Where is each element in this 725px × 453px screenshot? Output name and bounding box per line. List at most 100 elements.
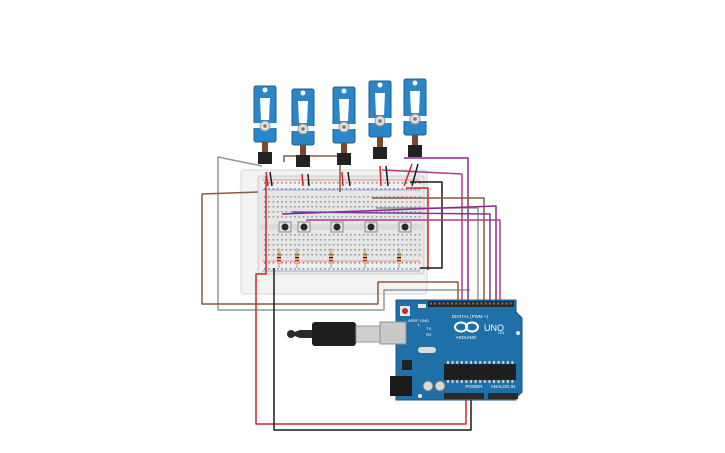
breadboard-hole [397,216,399,218]
resistor-5 [397,248,401,268]
header-pin [480,302,483,305]
rail-hole [311,182,313,184]
breadboard-hole [289,234,292,236]
rail-hole [319,182,322,184]
breadboard-hole [268,234,270,236]
breadboard-hole [388,206,391,208]
chip-pin [474,361,477,364]
chip-pin [474,380,477,383]
logo-right-ring [465,321,479,333]
rail-hole [285,182,288,184]
breadboard-hole [289,196,292,198]
button-2[interactable] [297,221,311,233]
rail-hole [350,188,352,190]
breadboard-hole [311,201,313,203]
breadboard-hole [272,211,275,213]
servo-horn [298,101,308,123]
breadboard-hole [393,239,395,241]
wire-black-servo4 [385,165,389,187]
breadboard-hole [324,196,326,198]
breadboard-hole [285,211,288,213]
breadboard-hole [276,234,279,236]
wire-purple-servo5 [404,157,469,306]
breadboard-hole [298,196,300,198]
button-5[interactable] [398,221,412,233]
breadboard-hole [289,239,292,241]
breadboard-hole [393,234,395,236]
breadboard-hole [319,216,322,218]
breadboard-hole [362,211,365,213]
digital-header[interactable] [428,301,514,307]
breadboard-hole [393,216,395,218]
servo-horn [410,91,420,113]
breadboard-hole [324,201,326,203]
breadboard-hole [350,196,352,198]
servo-3[interactable] [331,86,357,165]
header-pin [476,302,479,305]
servo-5[interactable] [402,78,428,157]
breadboard-hole [388,211,391,213]
breadboard-hole [264,206,266,208]
breadboard-hole [410,239,412,241]
breadboard-hole [311,254,313,256]
rail-hole [358,188,361,190]
rail-hole [315,182,318,184]
breadboard-hole [294,254,296,256]
breadboard-hole [272,254,275,256]
on-label: ON [498,330,504,335]
breadboard-hole [272,239,275,241]
rail-hole [414,262,417,264]
breadboard-hole [371,249,374,251]
button-3[interactable] [330,221,344,233]
servo-4[interactable] [367,80,393,159]
rail-hole [350,268,352,270]
servo-connector [408,145,422,157]
breadboard-hole [285,234,288,236]
reset-button[interactable] [402,308,408,314]
rail-hole [401,182,404,184]
breadboard-hole [384,201,386,203]
usb-cable[interactable] [287,322,381,346]
chip-pin [511,380,514,383]
button-cap [300,223,308,231]
chip-pin [470,361,472,364]
rail-hole [418,188,421,190]
rail-hole [276,182,279,184]
rail-hole [367,262,369,264]
breadboard-hole [401,211,404,213]
button-4[interactable] [364,221,378,233]
power-header[interactable] [444,393,484,399]
breadboard-hole [294,206,296,208]
breadboard-hole [307,234,309,236]
breadboard-hole [414,216,417,218]
rail-hole [319,188,322,190]
breadboard-hole [264,249,266,251]
breadboard-hole [367,244,369,246]
wire-gray-signal [376,207,479,306]
breadboard-hole [294,239,296,241]
breadboard-hole [332,254,335,256]
breadboard-hole [405,254,408,256]
servo-2[interactable] [290,88,316,167]
aref-label: AREF [408,318,419,323]
breadboard-hole [281,234,283,236]
rail-hole [302,182,305,184]
rail-hole [298,262,300,264]
button-1[interactable] [278,221,292,233]
breadboard-hole [350,249,352,251]
rail-hole [380,188,382,190]
rail-hole [393,182,395,184]
analog-header[interactable] [488,393,518,399]
breadboard-hole [328,249,331,251]
rail-hole [332,262,335,264]
chip-pin [511,361,514,364]
servo-mount-hole [341,88,347,94]
servo-1[interactable] [252,85,278,164]
rail-hole [362,182,365,184]
button-cap [367,223,375,231]
arduino-uno[interactable]: DIGITAL (PWM ~) AREF GND TX RX L ON ARDU… [379,299,523,401]
breadboard-hole [332,234,335,236]
breadboard-hole [388,249,391,251]
breadboard-hole [264,239,266,241]
breadboard-hole [384,254,386,256]
